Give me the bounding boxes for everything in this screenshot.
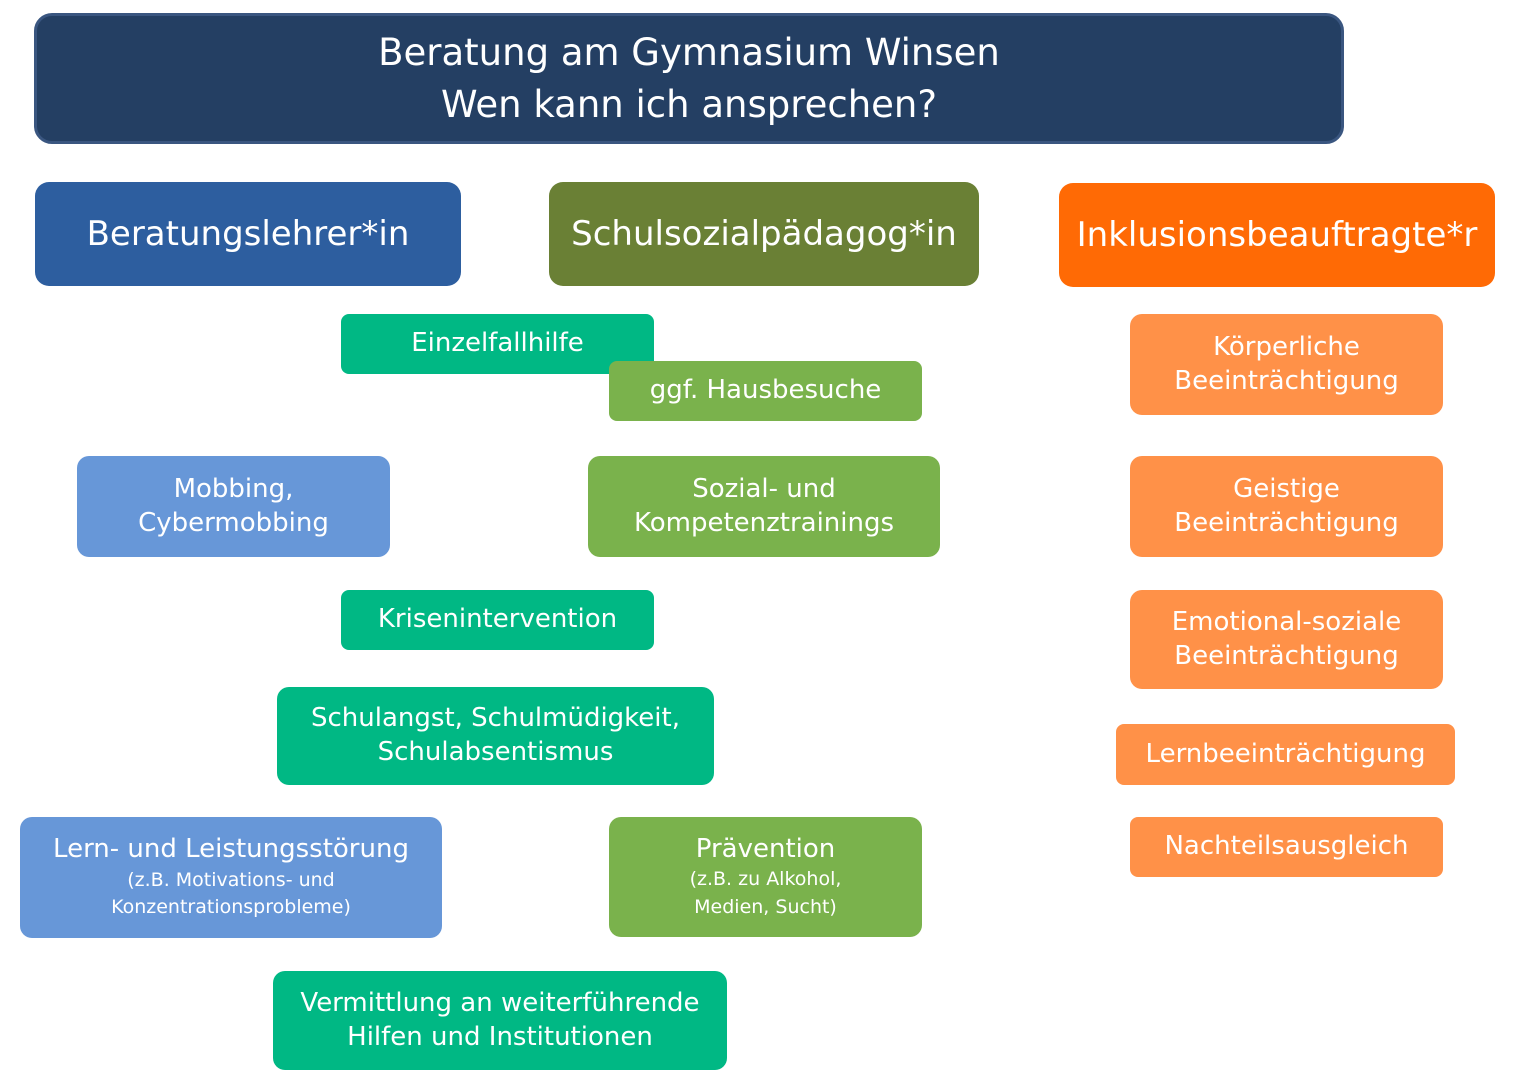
topic-sozialtraining-line-1: Sozial- und bbox=[692, 473, 836, 504]
inklusion-koerperlich-line-1: Körperliche bbox=[1213, 331, 1360, 362]
inklusion-emotional: Emotional-soziale Beeinträchtigung bbox=[1130, 590, 1443, 689]
topic-lernstoerung-sub-1: (z.B. Motivations- und bbox=[127, 868, 335, 891]
topic-praevention-line-1: Prävention bbox=[695, 833, 836, 864]
inklusion-koerperlich-line-2: Beeinträchtigung bbox=[1174, 365, 1399, 396]
inklusion-nachteilsausgleich-label: Nachteilsausgleich bbox=[1164, 831, 1409, 862]
topic-vermittlung-line-1: Vermittlung an weiterführende bbox=[300, 987, 700, 1018]
inklusion-koerperlich: Körperliche Beeinträchtigung bbox=[1130, 314, 1443, 415]
diagram-title: Beratung am Gymnasium Winsen Wen kann ic… bbox=[34, 13, 1344, 144]
topic-mobbing: Mobbing, Cybermobbing bbox=[77, 456, 390, 557]
role-beratungslehrer-label: Beratungslehrer*in bbox=[86, 213, 410, 254]
topic-schulangst-line-1: Schulangst, Schulmüdigkeit, bbox=[311, 703, 680, 734]
topic-sozialtraining-line-2: Kompetenztrainings bbox=[633, 507, 895, 538]
role-schulsozialpaedagoge-label: Schulsozialpädagog*in bbox=[571, 213, 957, 254]
topic-vermittlung-line-2: Hilfen und Institutionen bbox=[347, 1021, 653, 1052]
inklusion-geistig: Geistige Beeinträchtigung bbox=[1130, 456, 1443, 557]
topic-krisenintervention: Krisenintervention bbox=[341, 590, 654, 650]
inklusion-nachteilsausgleich: Nachteilsausgleich bbox=[1130, 817, 1443, 877]
topic-schulangst: Schulangst, Schulmüdigkeit, Schulabsenti… bbox=[277, 687, 714, 785]
topic-praevention-sub-1: (z.B. zu Alkohol, bbox=[689, 868, 842, 891]
inklusion-emotional-line-1: Emotional-soziale bbox=[1171, 606, 1402, 637]
inklusion-lernbeeintraechtigung-label: Lernbeeinträchtigung bbox=[1145, 738, 1426, 769]
topic-hausbesuche-label: ggf. Hausbesuche bbox=[649, 375, 882, 406]
role-inklusionsbeauftragte-label: Inklusionsbeauftragte*r bbox=[1076, 214, 1478, 255]
topic-lernstoerung-sub-2: Konzentrationsprobleme) bbox=[111, 896, 351, 919]
inklusion-geistig-line-1: Geistige bbox=[1233, 473, 1340, 504]
topic-einzelfallhilfe: Einzelfallhilfe bbox=[341, 314, 654, 374]
topic-sozialtraining: Sozial- und Kompetenztrainings bbox=[588, 456, 940, 557]
inklusion-lernbeeintraechtigung: Lernbeeinträchtigung bbox=[1116, 724, 1455, 785]
title-line-2: Wen kann ich ansprechen? bbox=[440, 82, 938, 126]
role-inklusionsbeauftragte: Inklusionsbeauftragte*r bbox=[1059, 183, 1495, 287]
topic-mobbing-line-2: Cybermobbing bbox=[138, 507, 329, 538]
topic-mobbing-line-1: Mobbing, bbox=[173, 473, 294, 504]
title-line-1: Beratung am Gymnasium Winsen bbox=[378, 30, 1000, 74]
topic-lernstoerung-line-1: Lern- und Leistungsstörung bbox=[53, 834, 409, 865]
topic-praevention-sub-2: Medien, Sucht) bbox=[694, 895, 837, 918]
topic-hausbesuche: ggf. Hausbesuche bbox=[609, 361, 922, 421]
topic-lernstoerung: Lern- und Leistungsstörung (z.B. Motivat… bbox=[20, 817, 442, 938]
inklusion-emotional-line-2: Beeinträchtigung bbox=[1174, 640, 1399, 671]
topic-einzelfallhilfe-label: Einzelfallhilfe bbox=[411, 328, 584, 359]
topic-krisenintervention-label: Krisenintervention bbox=[377, 604, 618, 635]
role-beratungslehrer: Beratungslehrer*in bbox=[35, 182, 461, 286]
topic-vermittlung: Vermittlung an weiterführende Hilfen und… bbox=[273, 971, 727, 1070]
topic-praevention: Prävention (z.B. zu Alkohol, Medien, Suc… bbox=[609, 817, 922, 937]
inklusion-geistig-line-2: Beeinträchtigung bbox=[1174, 507, 1399, 538]
topic-schulangst-line-2: Schulabsentismus bbox=[377, 737, 614, 767]
role-schulsozialpaedagoge: Schulsozialpädagog*in bbox=[549, 182, 979, 286]
